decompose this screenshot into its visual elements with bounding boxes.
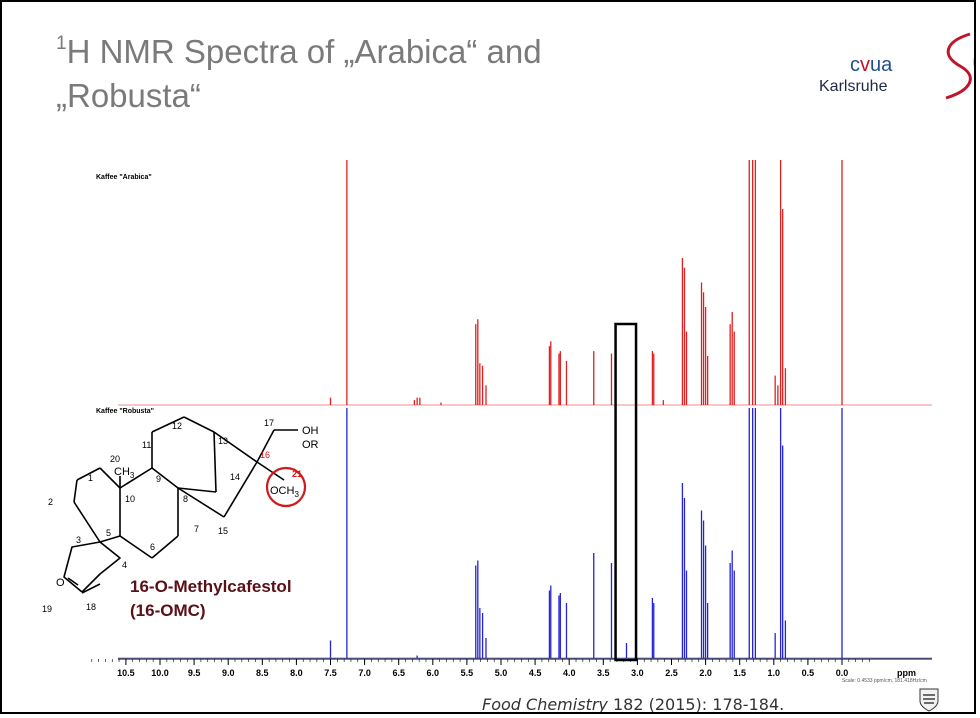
logo-ua: ua [870,54,893,76]
axis-tick-label: 10.5 [117,668,135,678]
axis-tick-label: 8.0 [290,668,303,678]
logo-cvua-text: cvua [850,54,892,77]
atom-label-17: 17 [264,418,274,428]
axis-tick-label: 8.5 [256,668,269,678]
atom-label-18: 18 [86,602,96,612]
citation: Food Chemistry 182 (2015): 178-184. [482,695,785,714]
or-label: OR [302,439,319,451]
axis-tick-label: 9.5 [188,668,201,678]
logo-c: c [850,54,860,76]
atom-label-14: 14 [230,472,240,482]
title-line-1-text: H NMR Spectra of „Arabica“ and [66,33,542,70]
axis-tick-label: 1.5 [733,668,746,678]
axis-tick-label: 3.0 [631,668,644,678]
logo-swoosh-icon [945,32,974,100]
atom-label-13: 13 [218,436,228,446]
axis-tick-label: 4.5 [529,668,542,678]
axis-tick-label: 7.5 [324,668,337,678]
title-line-2: „Robusta“ [56,77,201,114]
atom-label-21: 21 [292,469,302,479]
slide-title: 1H NMR Spectra of „Arabica“ and „Robusta… [56,30,542,118]
axis-unit-label: ppm [897,668,916,678]
highlight-box [614,322,638,662]
title-superscript: 1 [56,33,67,54]
robusta-series [329,408,843,658]
arabica-series-label: Kaffee "Arabica" [96,174,152,181]
axis-tick-label: 5.5 [461,668,474,678]
axis-tick-label: 2.0 [699,668,712,678]
och3-highlight-circle [265,466,307,508]
atom-label-11: 11 [142,440,151,450]
atom-label-4: 4 [122,560,127,570]
atom-label-5: 5 [106,528,111,538]
atom-label-16: 16 [260,450,270,460]
atom-label-7: 7 [194,524,199,534]
atom-label-2: 2 [48,497,53,507]
atom-label-3: 3 [76,535,81,545]
atom-label-9: 9 [156,474,161,484]
atom-label-1: 1 [88,473,93,483]
axis-tick-label: 6.0 [427,668,440,678]
title-line-1: 1H NMR Spectra of „Arabica“ and [56,30,542,74]
axis-tick-label: 10.0 [151,668,169,678]
ch3-label: CH3 [114,466,135,480]
atom-number-labels: 20 1 2 3 4 5 6 7 8 9 10 11 12 13 14 15 1… [42,418,302,614]
atom-label-10: 10 [125,494,135,504]
compound-abbreviation: (16-OMC) [130,601,206,620]
state-crest-icon [919,688,939,712]
robusta-series-label: Kaffee "Robusta" [96,408,154,415]
compound-name: 16-O-Methylcafestol [130,577,292,596]
axis-tick-label: 9.0 [222,668,235,678]
atom-label-6: 6 [150,542,155,552]
citation-journal: Food Chemistry [482,695,608,714]
molecule-bonds [63,416,298,594]
axis-tick-label: 1.0 [768,668,781,678]
furan-oxygen-label: O [56,577,65,589]
atom-label-12: 12 [172,421,182,431]
axis-tick-label: 0.0 [836,668,849,678]
functional-group-labels: OH OR OCH3 CH3 O [56,425,319,589]
axis-scale-note: Scale: 0.4533 ppm/cm, 181.418Hz/cm [842,678,927,684]
arabica-series [329,160,843,405]
citation-details: 182 (2015): 178-184. [607,695,785,714]
atom-label-15: 15 [218,526,228,536]
molecule-16-omc: 20 1 2 3 4 5 6 7 8 9 10 11 12 13 14 15 1… [42,416,319,620]
axis-tick-label: 7.0 [358,668,371,678]
axis-tick-label: 0.5 [802,668,815,678]
logo-v: v [860,54,870,76]
axis-tick-label: 3.5 [597,668,610,678]
axis-tick-label: 2.5 [665,668,678,678]
logo-city-text: Karlsruhe [819,78,888,95]
ppm-axis: 10.5 10.0 9.5 9.0 8.5 8.0 7.5 7.0 6.5 6.0 5.5 5.0 4.… [91,658,932,678]
atom-label-19: 19 [42,604,52,614]
atom-label-20: 20 [110,454,120,464]
axis-tick-label: 6.5 [392,668,405,678]
cvua-logo: cvua Karlsruhe [810,26,974,106]
axis-tick-label: 5.0 [495,668,508,678]
oh-label: OH [302,425,319,437]
och3-label: OCH3 [270,485,299,499]
axis-tick-label: 4.0 [563,668,576,678]
atom-label-8: 8 [183,494,188,504]
